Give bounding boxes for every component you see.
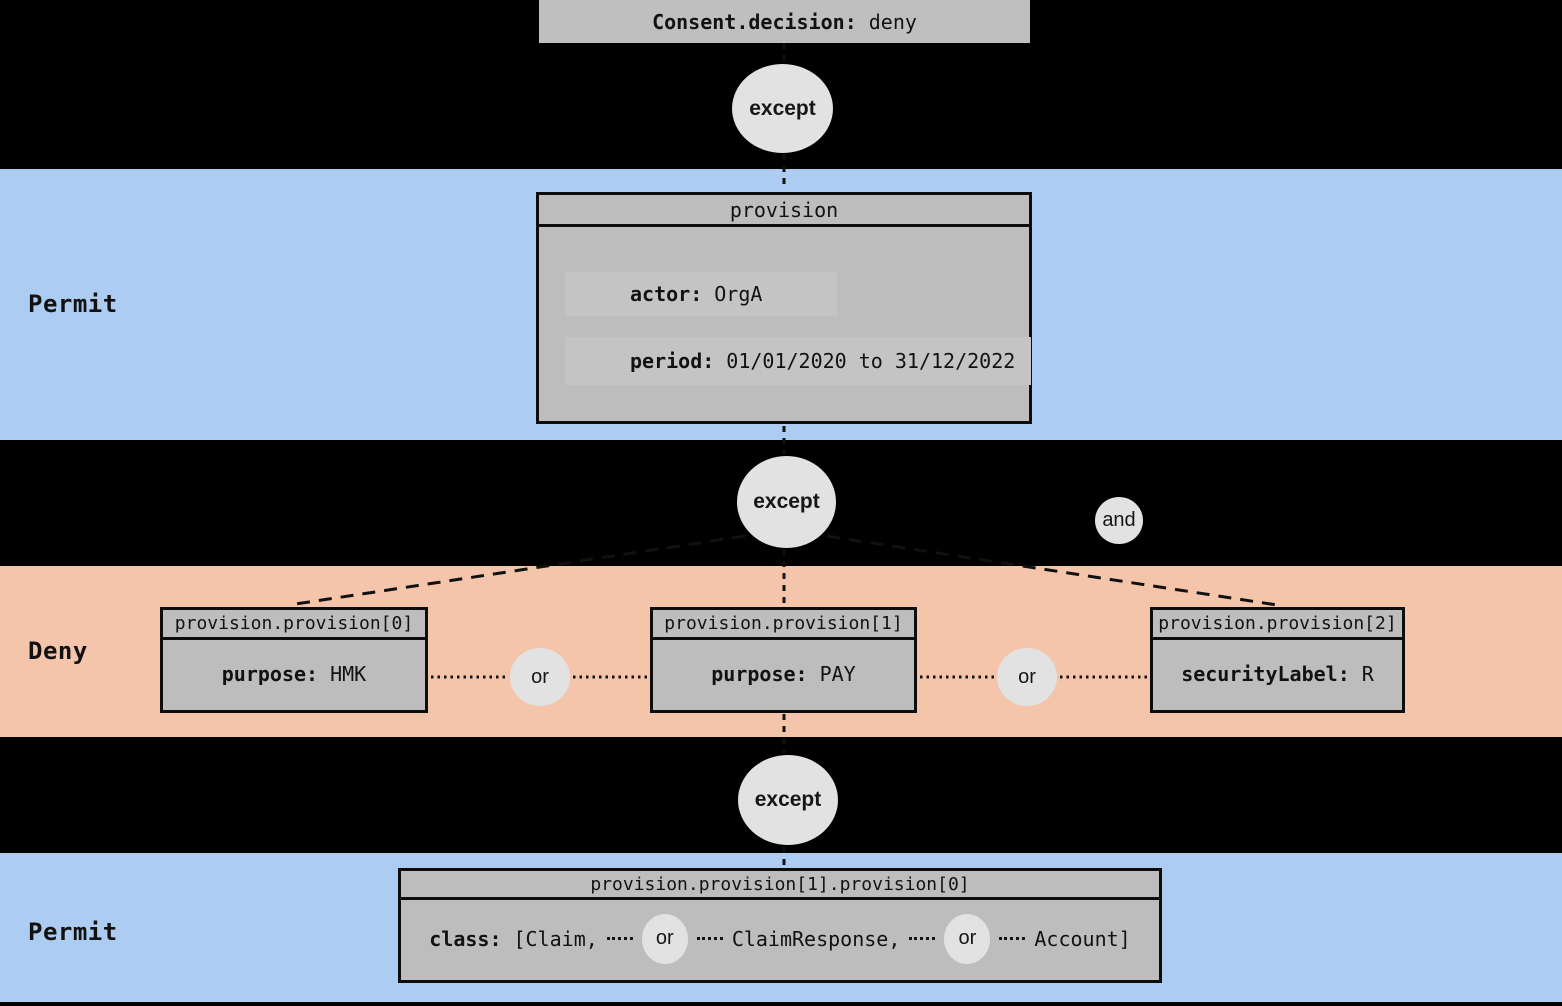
deny-node-1-key: purpose: [711,661,808,686]
provision-node-header: provision [539,195,1029,227]
root-decision-key: Consent.decision: [652,9,857,34]
except-operator-1: except [732,64,833,153]
deny-node-1-header: provision.provision[1] [653,610,914,640]
deny-node-0: provision.provision[0] purpose: HMK [160,607,428,713]
and-operator: and [1095,497,1143,544]
or-operator-inline-2: or [944,913,991,964]
dotted-segment [606,937,633,940]
except-operator-3: except [738,755,838,845]
period-field-value: 01/01/2020 to 31/12/2022 [726,349,1016,373]
actor-field: actor: OrgA [565,272,837,316]
or-operator-inline-1: or [641,913,688,964]
class-item-2: Account] [1034,926,1131,951]
or-operator-1: or [510,648,570,706]
class-node-header: provision.provision[1].provision[0] [401,871,1159,900]
permit-band-1-label: Permit [28,290,118,318]
deny-node-1-body: purpose: PAY [653,640,914,707]
dotted-segment [909,937,936,940]
dotted-segment [696,937,723,940]
or-operator-2: or [997,648,1057,706]
root-decision-value: deny [868,9,917,34]
permit-band-2-label: Permit [28,918,118,946]
class-item-1: ClaimResponse, [731,926,901,951]
deny-node-2-key: securityLabel: [1181,661,1350,686]
deny-node-1: provision.provision[1] purpose: PAY [650,607,917,713]
root-decision-box: Consent.decision: deny [539,0,1030,43]
except-operator-2: except [737,456,836,548]
class-item-0: [Claim, [513,926,598,951]
deny-node-2-header: provision.provision[2] [1153,610,1402,640]
class-node-key: class: [429,926,502,951]
class-node: provision.provision[1].provision[0] clas… [398,868,1162,983]
deny-node-0-value: HMK [330,661,367,686]
actor-field-key: actor: [630,282,703,306]
deny-node-2: provision.provision[2] securityLabel: R [1150,607,1405,713]
deny-node-2-value: R [1361,661,1374,686]
deny-node-0-key: purpose: [221,661,319,686]
period-field-key: period: [630,349,715,373]
actor-field-value: OrgA [714,282,763,306]
deny-band-label: Deny [28,637,88,665]
deny-node-1-value: PAY [819,661,856,686]
provision-node: provision actor: OrgA period: 01/01/2020 t… [536,192,1143,544]
deny-node-0-body: purpose: HMK [163,640,425,707]
period-field: period: 01/01/2020 to 31/12/2022 [565,337,1031,385]
class-node-body: class: [Claim, or ClaimResponse, or Accou… [401,900,1159,977]
dotted-segment [999,937,1026,940]
deny-node-0-header: provision.provision[0] [163,610,425,640]
deny-node-2-body: securityLabel: R [1153,640,1402,707]
